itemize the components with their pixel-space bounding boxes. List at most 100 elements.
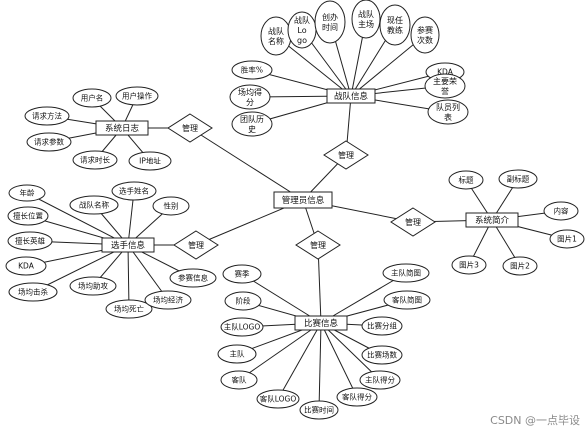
- attribute-player-11: [169, 268, 217, 288]
- attribute-intro-4-label: 图片2: [510, 261, 530, 271]
- entity-team-box: [326, 88, 376, 104]
- attribute-team_top-4-label: 现任教练: [387, 15, 403, 35]
- attribute-log-2: [24, 106, 70, 126]
- attribute-intro-3-label: 图片1: [557, 234, 577, 244]
- attribute-log-2-label: 请求方法: [32, 111, 62, 121]
- attribute-match-10-label: 主队得分: [365, 375, 395, 385]
- attribute-team_top-2-label: 创办时间: [322, 12, 338, 32]
- entity-match-box: [294, 315, 348, 331]
- attribute-team_side-5: [427, 99, 469, 125]
- attribute-log-0-label: 用户名: [81, 93, 104, 103]
- attribute-team_top-3-label: 战队主场: [358, 9, 374, 29]
- link-match-7: [320, 322, 358, 398]
- attribute-team_side-5-label: 队员列表: [436, 102, 460, 122]
- attribute-match-4-label: 客队: [232, 375, 247, 385]
- attribute-player-8: [69, 276, 117, 296]
- attribute-match-7-label: 客队得分: [342, 392, 372, 402]
- entity-admin-label: 管理员信息: [282, 195, 325, 206]
- attribute-match-11: [383, 290, 431, 310]
- attribute-player-10-label: 场均经济: [153, 295, 183, 305]
- attribute-team_side-3-label: KDA: [437, 68, 454, 77]
- relation-team-diamond: [323, 140, 369, 170]
- attribute-match-1-label: 阶段: [236, 296, 251, 306]
- attribute-player-6-label: 选手姓名: [119, 186, 149, 196]
- relation-team-label: 管理: [338, 150, 354, 160]
- relation-intro-label: 管理: [405, 217, 421, 227]
- attribute-intro-5: [451, 255, 487, 275]
- relation-player-label: 管理: [188, 240, 204, 250]
- attribute-log-3-label: 请求参数: [34, 137, 64, 147]
- attribute-match-4: [220, 370, 258, 390]
- entity-log-label: 系统日志: [105, 123, 140, 134]
- attribute-match-7: [336, 387, 378, 407]
- attribute-player-7: [152, 196, 190, 216]
- link-relation-log-admin: [189, 127, 304, 201]
- link-match-4: [238, 322, 322, 381]
- link-match-6: [318, 322, 322, 411]
- attribute-team_side-1-label: 场均得分: [238, 87, 262, 107]
- link-match-0: [241, 273, 322, 324]
- attribute-player-4-label: 场均击杀: [18, 287, 48, 297]
- attribute-player-2: [7, 231, 53, 251]
- attribute-player-4: [8, 282, 58, 302]
- attribute-log-1: [115, 86, 159, 106]
- attribute-intro-2-label: 内容: [554, 206, 569, 216]
- attribute-match-8-label: 比赛场数: [367, 350, 397, 360]
- link-match-12: [320, 272, 407, 324]
- attribute-match-1: [224, 291, 262, 311]
- link-match-10: [320, 322, 381, 381]
- attribute-player-9-label: 场均死亡: [114, 304, 144, 314]
- link-match-5: [277, 322, 322, 400]
- attribute-log-0: [72, 88, 112, 108]
- watermark: CSDN @一点毕设: [490, 414, 580, 427]
- attribute-match-12-label: 主队简图: [391, 268, 421, 278]
- attribute-player-5: [69, 195, 119, 215]
- attribute-match-11-label: 客队简图: [392, 295, 422, 305]
- entity-log-box: [95, 120, 149, 136]
- attribute-intro-1-label: 副标题: [507, 174, 530, 184]
- attribute-match-5: [256, 389, 300, 409]
- attribute-match-2-label: 主队LOGO: [224, 322, 261, 332]
- attribute-team_side-1: [229, 84, 271, 110]
- attribute-team_side-4: [424, 73, 466, 99]
- attribute-team_side-0: [231, 60, 273, 80]
- attribute-match-5-label: 客队LOGO: [260, 394, 297, 404]
- attribute-team_top-0-label: 战队名称: [268, 26, 284, 46]
- link-player-9: [127, 244, 130, 310]
- relation-player-diamond: [173, 230, 219, 260]
- entity-match-label: 比赛信息: [304, 318, 339, 329]
- attribute-intro-0-label: 标题: [459, 175, 474, 185]
- attribute-match-6-label: 比赛时间: [304, 405, 334, 415]
- attribute-intro-5-label: 图片3: [459, 260, 479, 270]
- attribute-match-2: [220, 317, 264, 337]
- attribute-team_top-5: [410, 16, 440, 54]
- entity-intro-label: 系统简介: [475, 215, 510, 226]
- attribute-player-8-label: 场均助攻: [78, 281, 108, 291]
- link-player-0: [26, 192, 129, 246]
- attribute-match-12: [382, 263, 430, 283]
- attribute-team_side-4-label: 主要荣誉: [433, 76, 457, 96]
- attribute-player-1-label: 擅长位置: [13, 211, 43, 221]
- attribute-match-3: [217, 344, 257, 364]
- attribute-player-1: [7, 206, 49, 226]
- attribute-team_side-2-label: 团队历史: [240, 114, 264, 134]
- attribute-player-9: [105, 299, 153, 319]
- entity-admin-box: [273, 191, 333, 209]
- attribute-log-5-label: IP地址: [139, 156, 161, 166]
- attribute-player-5-label: 战队名称: [79, 200, 109, 210]
- attribute-player-3: [5, 256, 47, 276]
- relation-match-diamond: [295, 230, 341, 260]
- attribute-intro-3: [549, 229, 585, 249]
- attribute-match-10: [359, 370, 401, 390]
- attribute-team_side-0-label: 胜率%: [241, 65, 263, 75]
- attribute-intro-2: [543, 201, 579, 221]
- attribute-player-7-label: 性别: [164, 201, 179, 211]
- link-player-4: [32, 244, 129, 293]
- link-player-10: [127, 244, 169, 301]
- attribute-player-0: [8, 184, 46, 202]
- attribute-player-3-label: KDA: [18, 262, 35, 271]
- attribute-player-0-label: 年龄: [20, 188, 35, 198]
- link-team_top-5: [350, 34, 426, 97]
